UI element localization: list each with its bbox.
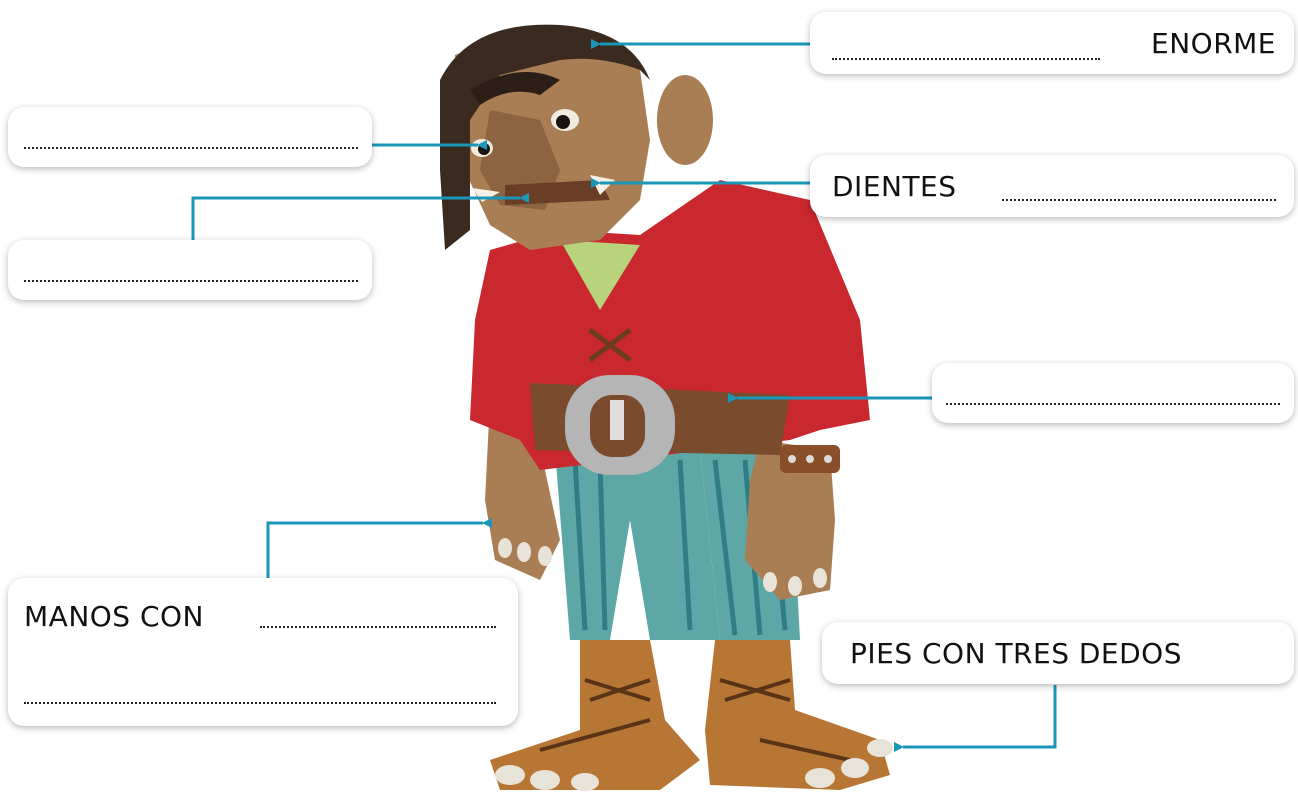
nose-connector	[191, 193, 529, 240]
hands-answer-line-2[interactable]	[24, 702, 496, 704]
feet-label: PIES CON TRES DEDOS	[850, 637, 1182, 670]
hands-label: MANOS CON	[24, 600, 205, 633]
hair-label: ENORME	[1151, 27, 1276, 60]
hair-label-box[interactable]: ENORME	[810, 12, 1294, 74]
teeth-label-box[interactable]: DIENTES	[810, 155, 1294, 217]
eyes-answer-line[interactable]	[24, 147, 358, 149]
nose-answer-line[interactable]	[24, 280, 358, 282]
troll-boots	[490, 640, 893, 791]
feet-label-box: PIES CON TRES DEDOS	[822, 622, 1294, 684]
troll-belt	[530, 375, 840, 475]
troll-head	[440, 24, 713, 250]
hair-answer-line[interactable]	[832, 58, 1100, 60]
teeth-answer-line[interactable]	[1002, 199, 1276, 201]
hands-answer-line-1[interactable]	[260, 626, 496, 628]
hands-label-box[interactable]: MANOS CON	[8, 578, 518, 726]
feet-connector	[894, 685, 1057, 752]
belt-answer-line[interactable]	[946, 403, 1280, 405]
belt-label-box[interactable]	[932, 363, 1294, 423]
teeth-label: DIENTES	[832, 170, 957, 203]
hands-connector	[266, 518, 492, 578]
eyes-label-box[interactable]	[8, 107, 372, 167]
nose-label-box[interactable]	[8, 240, 372, 300]
